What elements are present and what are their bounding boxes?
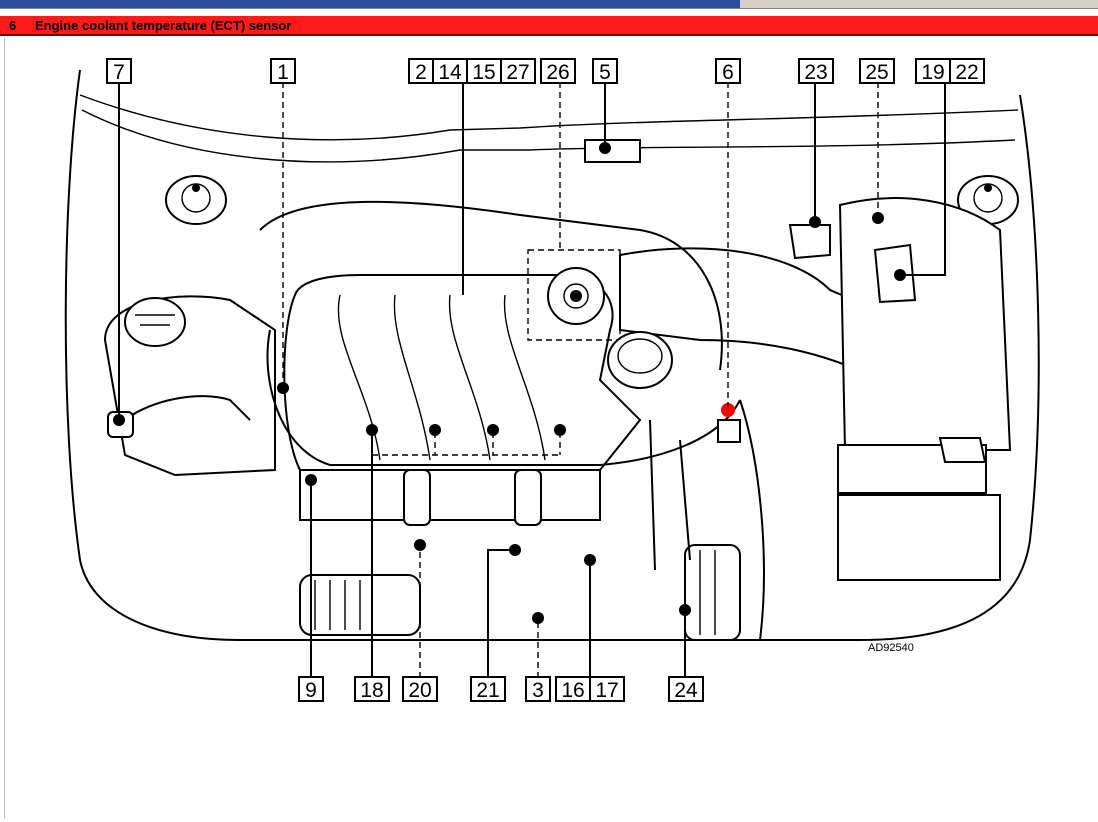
wiring-harness <box>259 200 723 371</box>
bottom-leader-lines <box>310 432 686 678</box>
section-number: 6 <box>9 18 17 33</box>
cylinder-head <box>299 469 601 521</box>
ignition-coils <box>403 469 542 526</box>
coolant-hose-upper <box>266 329 741 466</box>
coolant-reservoir <box>103 295 276 477</box>
bottom-label-20: 20 <box>402 676 438 702</box>
bottom-label-9: 9 <box>298 676 324 702</box>
svg-text:26: 26 <box>546 61 569 84</box>
top-label-6: 6 <box>715 58 741 84</box>
svg-text:18: 18 <box>360 679 383 702</box>
top-window-bar <box>0 0 1098 9</box>
svg-text:19: 19 <box>921 61 944 84</box>
battery <box>837 437 987 494</box>
top-label-2: 2 <box>408 58 434 84</box>
section-title-bar: 6 Engine coolant temperature (ECT) senso… <box>0 14 1098 36</box>
top-label-1: 1 <box>270 58 296 84</box>
relay-5 <box>584 139 641 163</box>
bottom-label-21: 21 <box>470 676 506 702</box>
bottom-label-3: 3 <box>525 676 551 702</box>
cowl-panel <box>79 94 1019 141</box>
top-label-25: 25 <box>859 58 895 84</box>
top-label-19: 19 <box>915 58 951 84</box>
top-label-23: 23 <box>798 58 834 84</box>
oil-filler-cap <box>607 331 673 389</box>
engine-bay-outline <box>64 69 1040 641</box>
top-label-27: 27 <box>500 58 536 84</box>
fuse-box <box>837 494 1001 581</box>
toolbar-strip[interactable] <box>740 0 1098 8</box>
svg-text:17: 17 <box>595 679 618 702</box>
air-cleaner-housing <box>838 197 1012 451</box>
svg-text:3: 3 <box>532 679 544 702</box>
coolant-hose-lower <box>649 399 765 641</box>
svg-text:6: 6 <box>722 61 734 84</box>
svg-text:23: 23 <box>804 61 827 84</box>
left-strut-tower <box>165 175 227 225</box>
alternator <box>299 574 421 636</box>
bottom-label-24: 24 <box>668 676 704 702</box>
top-label-14: 14 <box>432 58 468 84</box>
svg-text:24: 24 <box>674 679 698 702</box>
top-leader-lines <box>118 82 946 420</box>
bottom-label-17: 17 <box>589 676 625 702</box>
cowl-panel-inner <box>81 109 1016 163</box>
sensor-23 <box>788 224 831 260</box>
svg-text:15: 15 <box>472 61 495 84</box>
intake-manifold <box>283 274 642 471</box>
bottom-label-18: 18 <box>354 676 390 702</box>
svg-text:20: 20 <box>408 679 431 702</box>
top-label-5: 5 <box>592 58 618 84</box>
callout-dots <box>113 142 906 624</box>
svg-text:5: 5 <box>599 61 611 84</box>
hose-left <box>124 395 251 421</box>
top-label-22: 22 <box>949 58 985 84</box>
top-label-26: 26 <box>540 58 576 84</box>
section-title: Engine coolant temperature (ECT) sensor <box>35 18 292 33</box>
svg-text:27: 27 <box>506 61 529 84</box>
svg-text:25: 25 <box>865 61 888 84</box>
bottom-label-16: 16 <box>555 676 591 702</box>
right-strut-tower <box>957 175 1019 225</box>
svg-text:1: 1 <box>277 61 289 84</box>
top-label-15: 15 <box>466 58 502 84</box>
accessory-pulley <box>684 544 741 641</box>
svg-text:16: 16 <box>561 679 584 702</box>
svg-text:21: 21 <box>476 679 499 702</box>
figure-code: AD92540 <box>868 642 914 654</box>
svg-text:22: 22 <box>955 61 978 84</box>
ect-sensor[interactable] <box>717 403 741 443</box>
svg-text:2: 2 <box>415 61 427 84</box>
diagram-frame <box>4 38 1097 818</box>
svg-text:7: 7 <box>113 61 125 84</box>
top-label-7: 7 <box>106 58 132 84</box>
svg-text:9: 9 <box>305 679 317 702</box>
svg-text:14: 14 <box>438 61 462 84</box>
